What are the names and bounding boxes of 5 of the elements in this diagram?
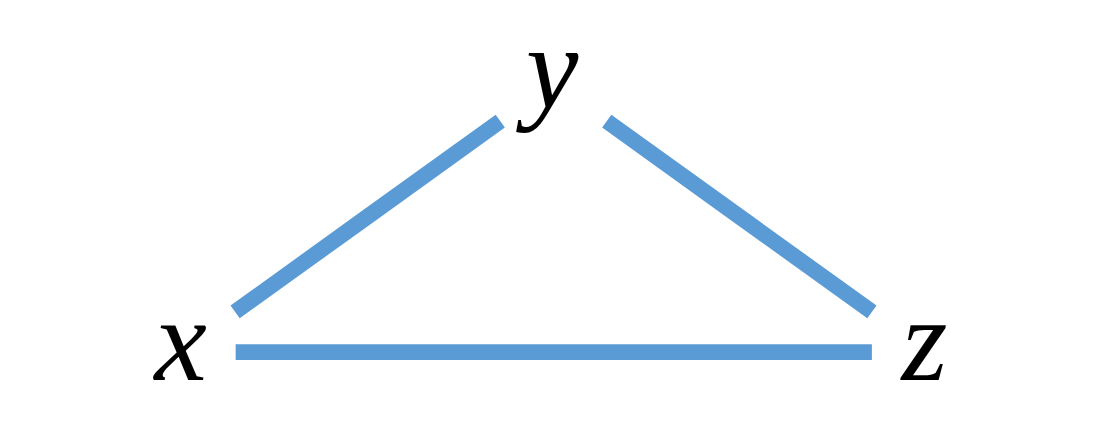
node-text: z	[901, 274, 948, 406]
connector	[230, 114, 505, 319]
connector	[235, 344, 872, 360]
node-text: x	[154, 274, 207, 406]
connector	[602, 114, 877, 319]
